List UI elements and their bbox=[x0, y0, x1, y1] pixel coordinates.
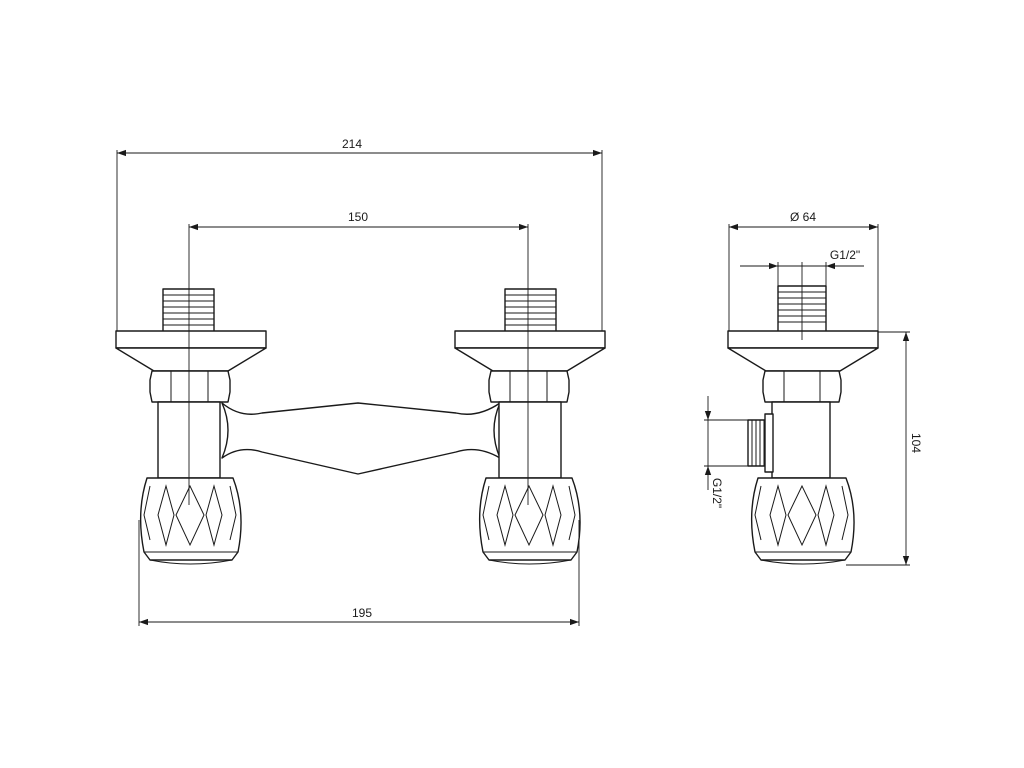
dimension-diameter: Ø 64 bbox=[728, 210, 879, 331]
dimension-thread-top: G1/2" bbox=[740, 248, 864, 286]
dim-104-label: 104 bbox=[909, 433, 923, 453]
dim-195-label: 195 bbox=[352, 606, 372, 620]
side-view: Ø 64 G1/2" G1/2" 104 bbox=[704, 210, 923, 566]
side-outlet-thread bbox=[747, 413, 774, 473]
dimension-handle-span: 195 bbox=[138, 520, 580, 626]
dimension-overall-width: 214 bbox=[116, 137, 603, 331]
dim-thread-top-label: G1/2" bbox=[830, 248, 860, 262]
dim-214-label: 214 bbox=[342, 137, 362, 151]
dim-thread-side-label: G1/2" bbox=[710, 478, 724, 508]
dimension-centre-distance: 150 bbox=[189, 210, 528, 231]
side-valve bbox=[727, 285, 879, 565]
mixer-body bbox=[209, 402, 513, 475]
left-valve bbox=[115, 288, 267, 565]
dim-diameter-label: Ø 64 bbox=[790, 210, 816, 224]
right-valve bbox=[454, 288, 606, 565]
front-view: 214 150 195 bbox=[115, 137, 606, 626]
dimension-height: 104 bbox=[846, 331, 923, 566]
dim-150-label: 150 bbox=[348, 210, 368, 224]
dimension-thread-side: G1/2" bbox=[704, 396, 748, 508]
